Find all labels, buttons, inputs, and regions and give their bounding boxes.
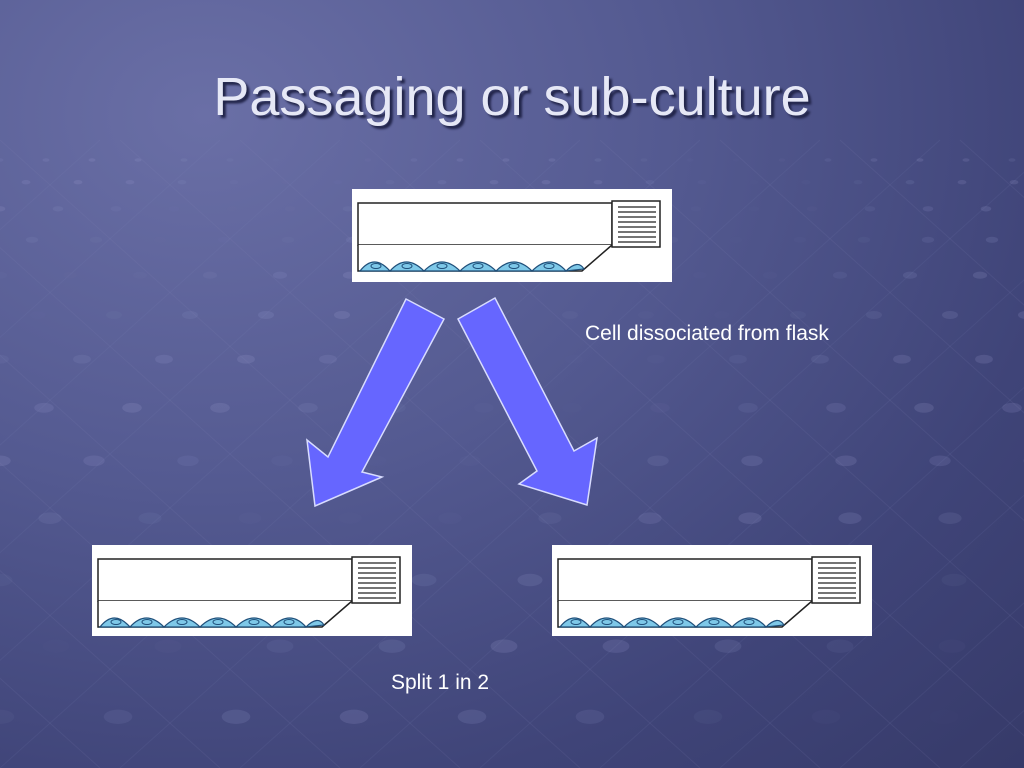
label-split-ratio: Split 1 in 2 <box>391 671 490 694</box>
slide-title: Passaging or sub-culture <box>213 67 811 127</box>
flask-split-right <box>552 545 872 636</box>
label-cell-dissociated: Cell dissociated from flask <box>585 322 829 345</box>
flask-split-left <box>92 545 412 636</box>
culture-flask-icon <box>557 556 861 628</box>
culture-flask-icon <box>97 556 401 628</box>
arrow-left-icon <box>306 297 446 508</box>
arrow-right-icon <box>457 296 598 506</box>
culture-flask-icon <box>357 200 661 272</box>
flask-original <box>352 189 672 282</box>
